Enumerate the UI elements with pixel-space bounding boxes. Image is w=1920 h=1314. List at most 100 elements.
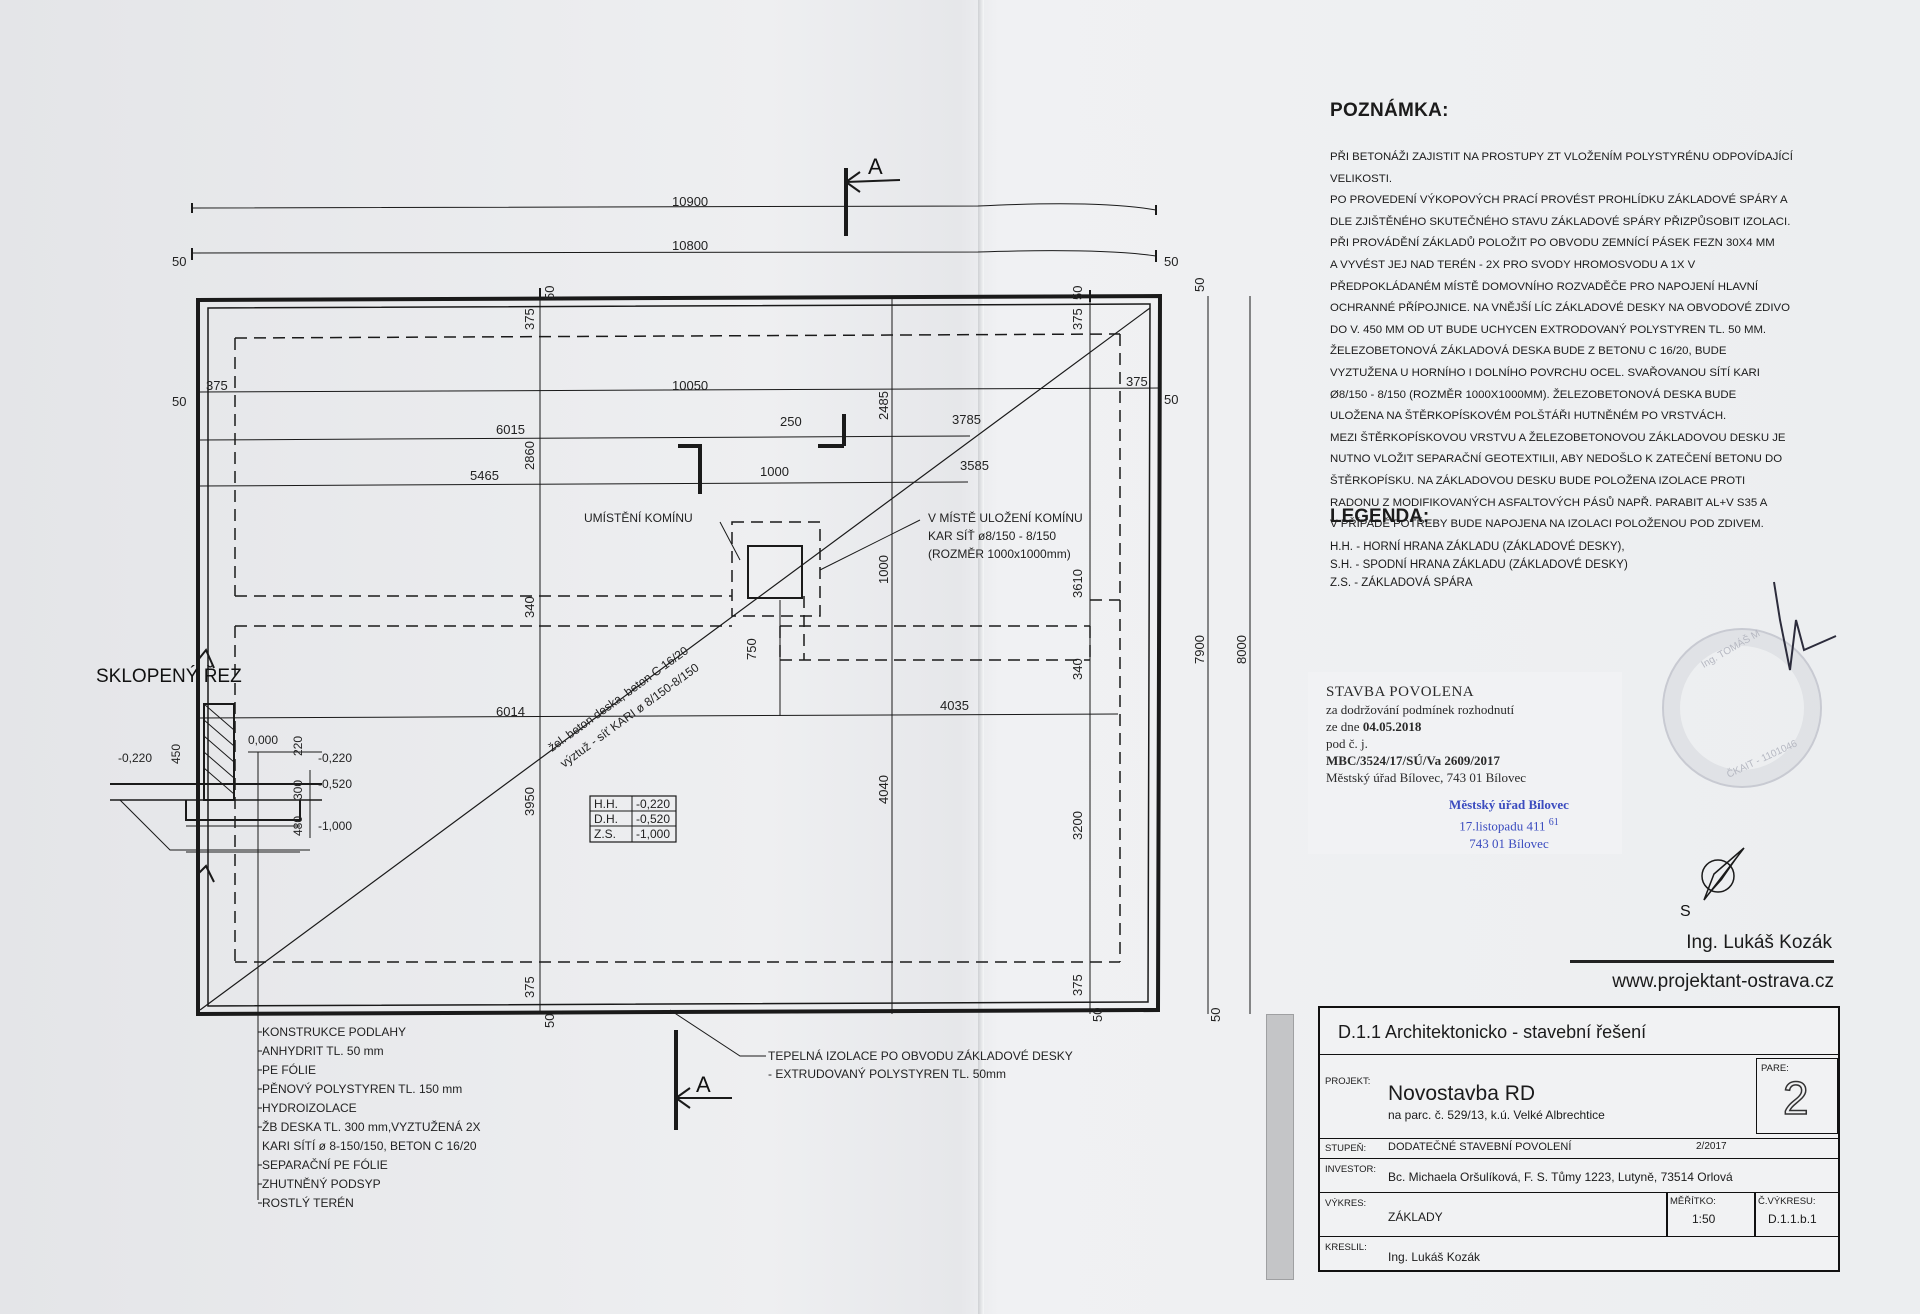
layer-6: ŽB DESKA TL. 300 mm,VYZTUŽENÁ 2X	[262, 1119, 481, 1134]
section-level-2: -0,220	[318, 751, 352, 765]
stamp-date-prefix: ze dne	[1326, 719, 1363, 734]
level-key-2: D.H.	[594, 812, 618, 826]
dim-v375-a: 375	[522, 308, 537, 330]
stamp-office: Městský úřad Bílovec, 743 01 Bílovec	[1326, 770, 1527, 785]
layer-5: HYDROIZOLACE	[262, 1101, 357, 1115]
level-val-2: -0,520	[636, 812, 670, 826]
seal-text-top: Ing. TOMÁŠ M	[1699, 628, 1763, 671]
note-line: DLE ZJIŠTĚNÉHO SKUTEČNÉHO STAVU ZÁKLADOV…	[1330, 215, 1791, 228]
dim-offset-left: 375	[206, 378, 228, 393]
section-level-4: -1,000	[318, 819, 352, 833]
investor-value: Bc. Michaela Oršulíková, F. S. Tůmy 1223…	[1388, 1170, 1733, 1184]
dim-6015: 6015	[496, 422, 525, 437]
dim-edge-left: 50	[172, 254, 186, 269]
dim-v3610: 3610	[1070, 569, 1085, 598]
north-label: S	[1680, 903, 1691, 920]
paper-fold	[978, 0, 984, 1314]
dim-edge-right: 50	[1164, 254, 1178, 269]
dim-v50-rt: 50	[1192, 278, 1207, 292]
meritko-key: MĚŘÍTKO:	[1670, 1196, 1716, 1207]
note-line: ø8/150 - 8/150 (ROZMĚR 1000x1000mm). ŽEL…	[1330, 388, 1737, 401]
layer-8: SEPARAČNÍ PE FÓLIE	[262, 1157, 388, 1172]
stamp-ref: MBC/3524/17/SÚ/Va 2609/2017	[1326, 753, 1500, 768]
dim-v50-rb: 50	[1090, 1008, 1105, 1022]
dim-v375-r: 375	[1070, 308, 1085, 330]
investor-key: INVESTOR:	[1325, 1164, 1377, 1175]
dim-250: 250	[780, 414, 802, 429]
section-dim-300: 300	[291, 780, 305, 800]
pare-key: PARE:	[1761, 1063, 1789, 1074]
dim-v1000: 1000	[876, 555, 891, 584]
section-title: SKLOPENÝ ŘEZ	[96, 665, 242, 687]
chimney-note-3: (ROZMĚR 1000x1000mm)	[928, 546, 1071, 561]
pare-box: PARE: 2	[1756, 1058, 1838, 1134]
note-line: NUTNO VLOŽIT SEPARAČNÍ GEOTEXTILII, ABY …	[1330, 453, 1783, 466]
dim-v50-b: 50	[542, 1014, 557, 1028]
note-line: VELIKOSTI.	[1330, 172, 1393, 185]
dim-v4040: 4040	[876, 775, 891, 804]
dim-6014: 6014	[496, 704, 525, 719]
note-line: PO PROVEDENÍ VÝKOPOVÝCH PRACÍ PROVÉST PR…	[1330, 194, 1788, 207]
dim-v50-right: 50	[1164, 392, 1178, 407]
note-line: VYZTUŽENA U HORNÍHO I DOLNÍHO POVRCHU OC…	[1330, 366, 1760, 379]
projekt-sub: na parc. č. 529/13, k.ú. Velké Albrechti…	[1388, 1108, 1605, 1122]
dim-overall-10800: 10800	[672, 238, 708, 253]
layer-7: KARI SÍTÍ ø 8-150/150, BETON C 16/20	[262, 1138, 477, 1153]
permit-stamp: STAVBA POVOLENA za dodržování podmínek r…	[1308, 672, 1622, 854]
insulation-note-1: TEPELNÁ IZOLACE PO OBVODU ZÁKLADOVÉ DESK…	[768, 1048, 1073, 1063]
level-val-3: -1,000	[636, 827, 670, 841]
stamp-blue-2: 17.listopadu 411	[1459, 818, 1546, 834]
stupen-key: STUPEŇ:	[1325, 1143, 1367, 1154]
section-dim-220: 220	[291, 736, 305, 756]
legend-section: LEGENDA: H.H. - HORNÍ HRANA ZÁKLADU (ZÁK…	[1330, 506, 1730, 592]
stamp-blue-num: 61	[1548, 817, 1559, 828]
layer-9: ZHUTNĚNÝ PODSYP	[262, 1176, 381, 1191]
stupen-value: DODATEČNÉ STAVEBNÍ POVOLENÍ	[1388, 1141, 1572, 1153]
vykres-value: ZÁKLADY	[1388, 1210, 1443, 1224]
note-line: ŠTĚRKOPÍSKU. NA ZÁKLADOVOU DESKU BUDE PO…	[1330, 474, 1746, 487]
note-line: ŽELEZOBETONOVÁ ZÁKLADOVÁ DESKA BUDE Z BE…	[1330, 345, 1727, 358]
section-level-3: -0,520	[318, 777, 352, 791]
title-block-title: D.1.1 Architektonicko - stavební řešení	[1338, 1022, 1647, 1042]
layer-1: KONSTRUKCE PODLAHY	[262, 1025, 406, 1039]
author-block: Ing. Lukáš Kozák www.projektant-ostrava.…	[1570, 932, 1834, 993]
stamp-date: 04.05.2018	[1362, 719, 1422, 734]
section-level-1: -0,220	[118, 751, 152, 765]
insulation-note-2: - EXTRUDOVANÝ POLYSTYREN TL. 50mm	[768, 1066, 1006, 1081]
layer-4: PĚNOVÝ POLYSTYREN TL. 150 mm	[262, 1081, 462, 1096]
dim-v750: 750	[744, 638, 759, 660]
cislo-key: Č.VÝKRESU:	[1758, 1196, 1816, 1207]
stamp-line-1: za dodržování podmínek rozhodnutí	[1326, 702, 1515, 717]
dim-inner-10050: 10050	[672, 378, 708, 393]
stamp-blue-3: 743 01 Bílovec	[1469, 836, 1549, 852]
layer-2: ANHYDRIT TL. 50 mm	[262, 1044, 384, 1058]
dim-v3200: 3200	[1070, 811, 1085, 840]
chimney-note-2: KAR SÍŤ ø8/150 - 8/150	[928, 528, 1056, 543]
vykres-key: VÝKRES:	[1325, 1198, 1367, 1209]
section-cut-label-bottom: A	[696, 1072, 711, 1097]
note-line: PŘI PROVÁDĚNÍ ZÁKLADŮ POLOŽIT PO OBVODU …	[1330, 237, 1775, 250]
dim-v7900: 7900	[1192, 635, 1207, 664]
note-line: PŘEDPOKLÁDANÉM MÍSTĚ DOMOVNÍHO ROZVADĚČE…	[1330, 280, 1759, 293]
dim-v375-b: 375	[522, 976, 537, 998]
dim-v50-r: 50	[1070, 286, 1085, 300]
slab-note-1: žel. beton deska, beton C 16/20	[546, 643, 692, 754]
dim-offset-right: 375	[1126, 374, 1148, 389]
section-dim-480: 480	[291, 816, 305, 836]
dim-v2860: 2860	[522, 441, 537, 470]
section-level-0: 0,000	[248, 733, 278, 747]
author-website: www.projektant-ostrava.cz	[1612, 971, 1834, 992]
slab-note-2: výztuž - síť KARI ø 8/150-8/150	[558, 660, 702, 770]
chimney-note-1: V MÍSTĚ ULOŽENÍ KOMÍNU	[928, 510, 1083, 525]
level-key-1: H.H.	[594, 797, 618, 811]
notes-section: POZNÁMKA: PŘI BETONÁŽI ZAJISTIT NA PROST…	[1330, 100, 1830, 537]
note-line: RADONU Z MODIFIKOVANÝCH ASFALTOVÝCH PÁSŮ…	[1330, 496, 1768, 509]
dim-v2485: 2485	[876, 391, 891, 420]
note-line: DO V. 450 mm OD UT BUDE UCHYCEN EXTRODOV…	[1330, 323, 1767, 336]
dim-1000: 1000	[760, 464, 789, 479]
dim-3585: 3585	[960, 458, 989, 473]
legend-item: S.H. - SPODNÍ HRANA ZÁKLADU (ZÁKLADOVÉ D…	[1330, 559, 1628, 571]
note-line: V PŘÍPADĚ POTŘEBY BUDE NAPOJENA NA IZOLA…	[1330, 518, 1764, 531]
binding-strip	[1266, 1014, 1294, 1280]
dim-v375-rb: 375	[1070, 974, 1085, 996]
